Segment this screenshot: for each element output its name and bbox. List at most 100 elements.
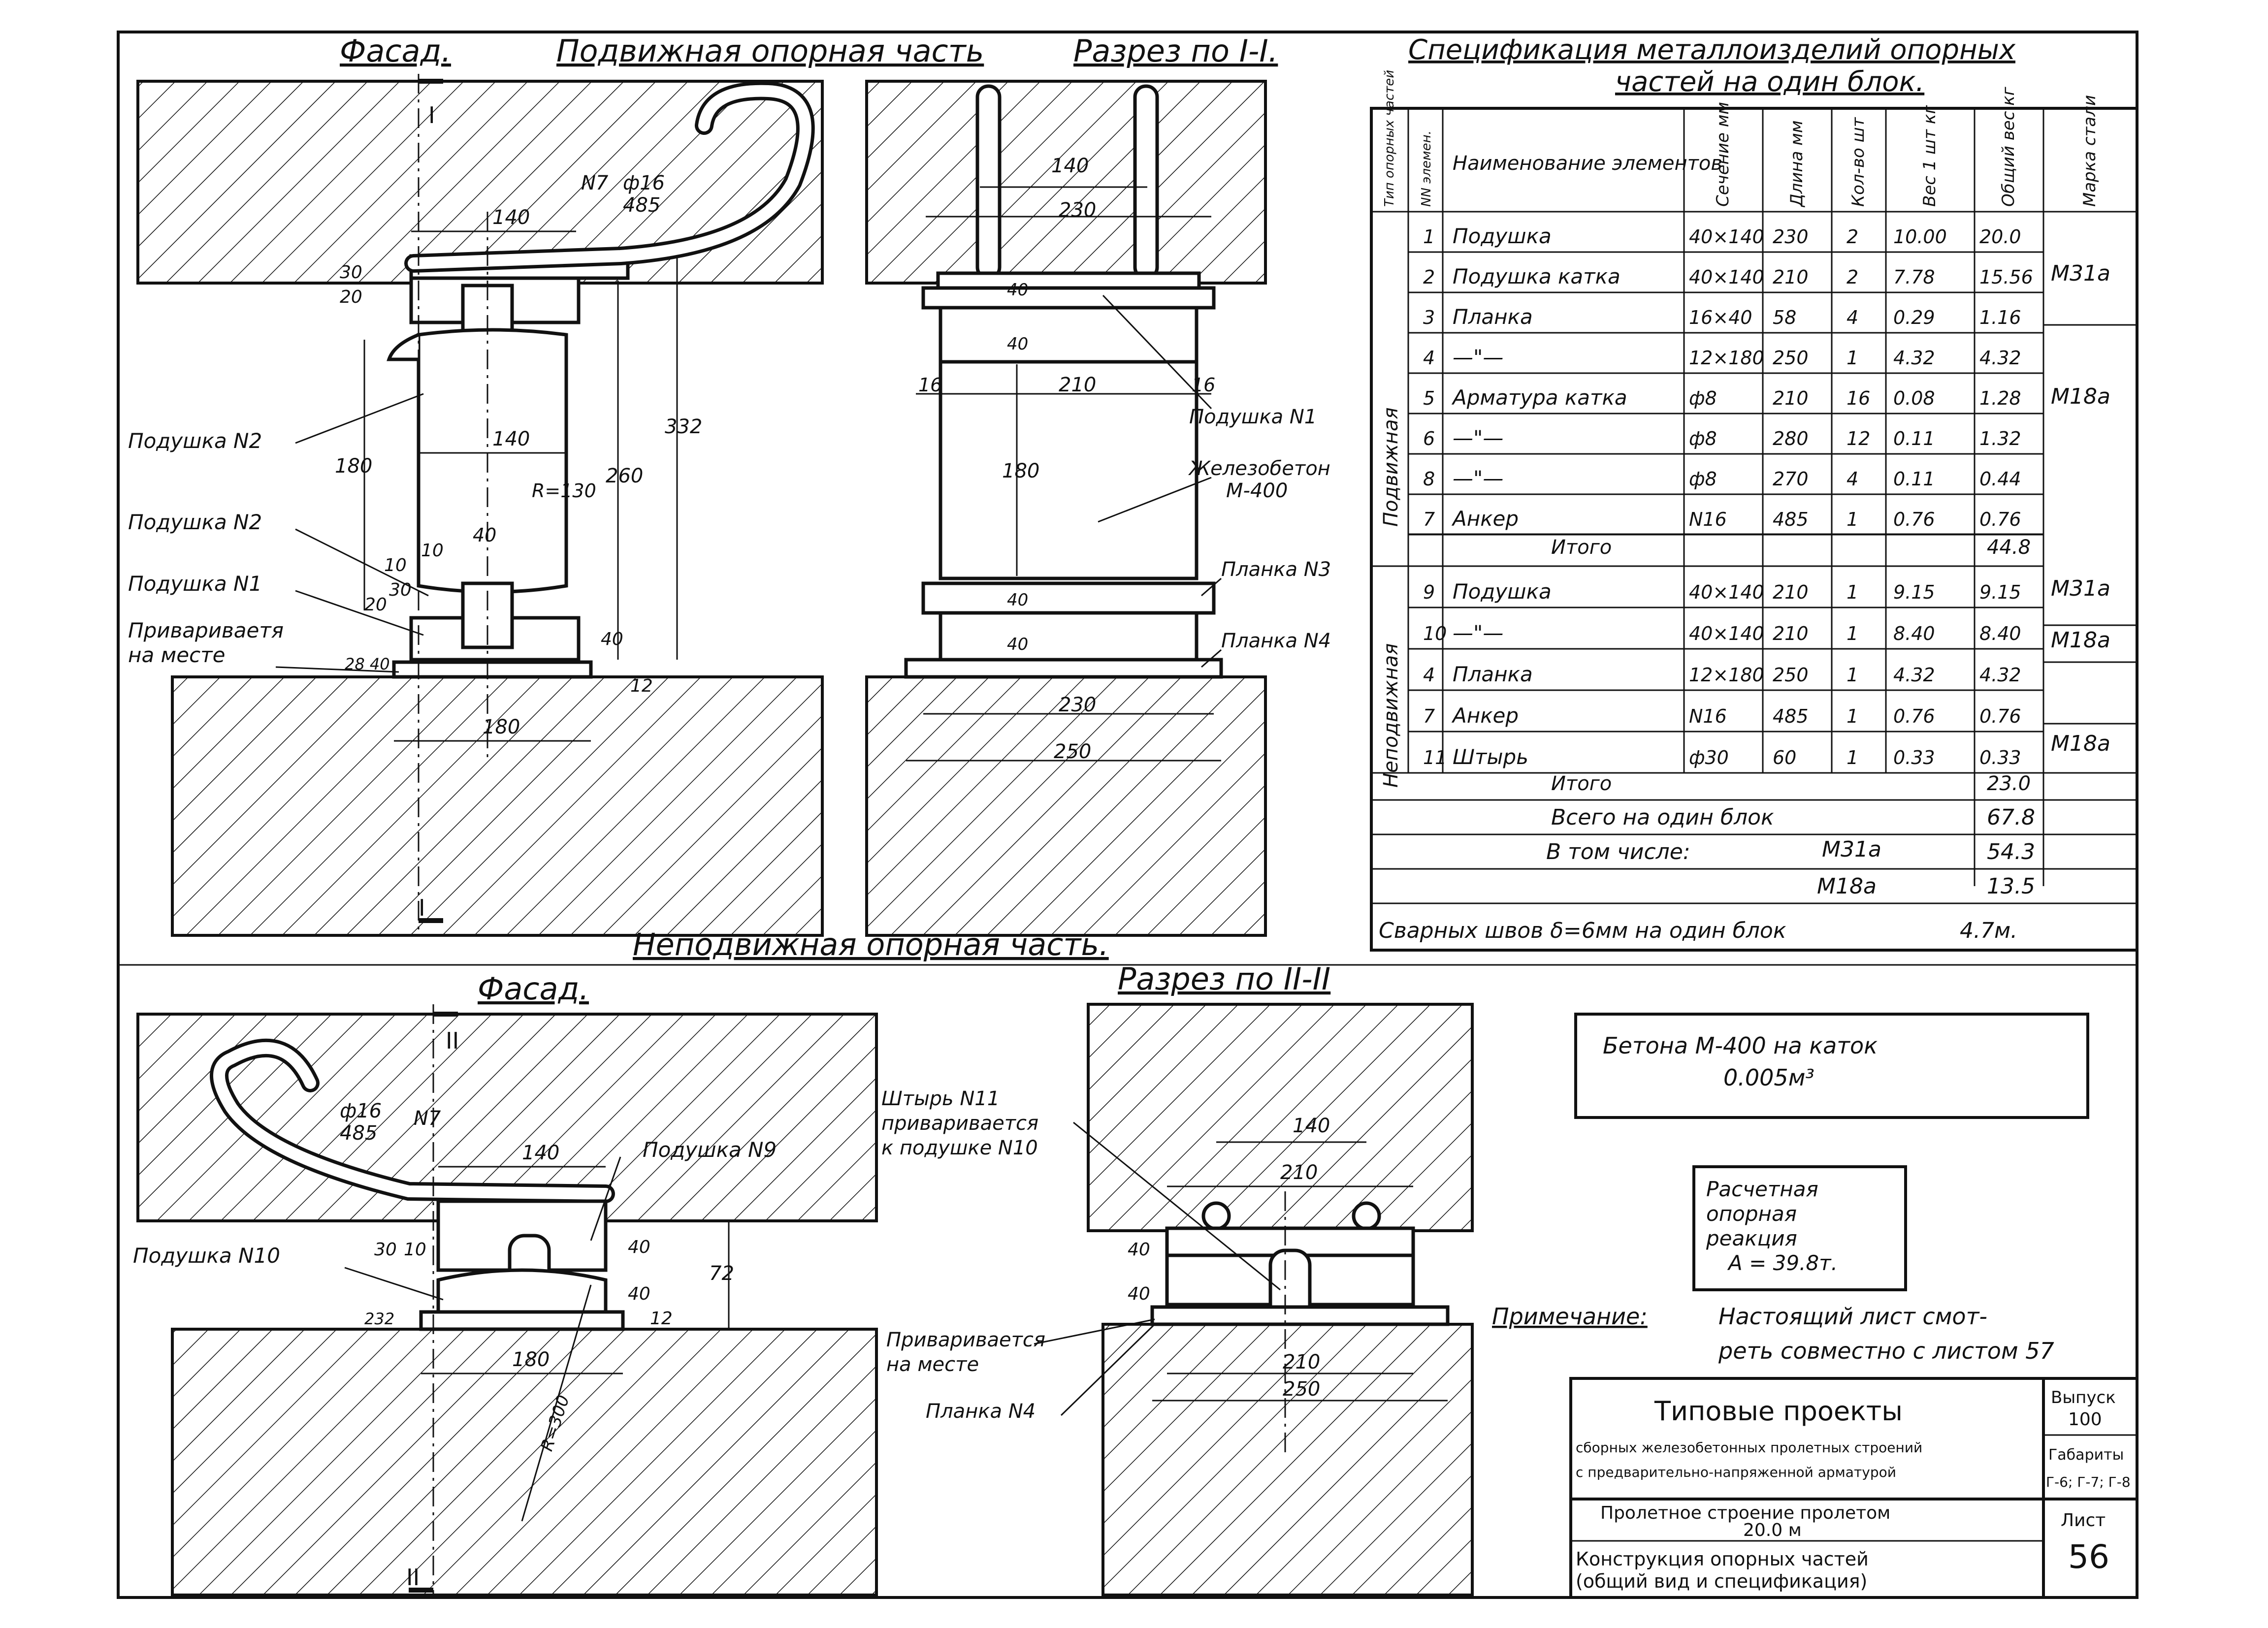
s1-dim-16-left: 16 xyxy=(918,374,942,396)
tb-series-title: Типовые проекты xyxy=(1654,1396,1903,1427)
cell-qty: 16 xyxy=(1847,387,1870,409)
reaction-box xyxy=(1692,1165,1907,1291)
cell-n: 7 xyxy=(1423,705,1435,727)
fixed-dim-72: 72 xyxy=(709,1262,734,1285)
cell-name: Подушка xyxy=(1453,579,1552,604)
cell-qty: 12 xyxy=(1847,428,1870,449)
concrete-note-box xyxy=(1574,1013,2089,1119)
hdr-unit-weight: Вес 1 шт кг xyxy=(1920,105,1940,207)
cell-n: 10 xyxy=(1423,623,1447,644)
cell-len: 210 xyxy=(1773,623,1809,644)
steel-fixed-1: М31а xyxy=(2051,576,2110,601)
hdr-steel: Марка стали xyxy=(2080,95,2100,207)
cell-wt: 0.44 xyxy=(1979,468,2021,490)
fixed-base-plank xyxy=(419,1310,625,1331)
dim-180-base: 180 xyxy=(483,716,520,738)
incl-label: В том числе: xyxy=(1546,839,1690,864)
roller-segment xyxy=(417,328,568,594)
fixed-dim-30: 30 xyxy=(374,1240,397,1260)
s2-dim-250: 250 xyxy=(1283,1378,1320,1401)
section-1-1: Разрез по I-I. 140 230 16 210 16 180 40 … xyxy=(865,33,1331,937)
spec-header: Тип опорных частей NN элемен. Наименован… xyxy=(1382,70,2100,208)
fixed-dim-40-b: 40 xyxy=(628,1284,650,1304)
anchor-rod-right xyxy=(1133,84,1159,280)
steel-moving-2: М18а xyxy=(2051,384,2110,409)
incl-m31-val: 54.3 xyxy=(1987,839,2035,864)
cell-qty: 1 xyxy=(1847,347,1858,369)
title-fixed-bearing: Неподвижная опорная часть. xyxy=(633,926,1109,962)
cell-len: 60 xyxy=(1773,747,1796,768)
s1-dim-210: 210 xyxy=(1059,374,1096,396)
cell-len: 210 xyxy=(1773,581,1809,603)
label-pad9: Подушка N9 xyxy=(643,1138,777,1162)
hdr-type: Тип опорных частей xyxy=(1382,70,1397,207)
s2-dim-210-base: 210 xyxy=(1283,1351,1320,1373)
cell-qty: 1 xyxy=(1847,664,1858,686)
rod-diameter: ф16 xyxy=(623,172,665,194)
s1-dim-40-d: 40 xyxy=(1007,635,1028,654)
cell-name: Штырь xyxy=(1453,745,1528,769)
cell-name: —"— xyxy=(1453,345,1503,369)
dim-12: 12 xyxy=(630,676,653,696)
cell-w1: 0.11 xyxy=(1893,468,1935,490)
total-fixed: 23.0 xyxy=(1987,772,2031,795)
cell-wt: 8.40 xyxy=(1979,623,2021,644)
cell-n: 4 xyxy=(1423,347,1435,369)
dim-30-top: 30 xyxy=(340,262,362,283)
cell-n: 9 xyxy=(1423,581,1435,603)
tb-line-1: сборных железобетонных пролетных строени… xyxy=(1576,1439,1922,1456)
rod-section-left xyxy=(1201,1201,1231,1231)
cell-w1: 0.33 xyxy=(1893,747,1935,768)
cell-wt: 1.32 xyxy=(1979,428,2021,449)
s1-dim-140: 140 xyxy=(1051,155,1089,177)
cell-w1: 0.76 xyxy=(1893,509,1935,530)
fixed-dim-12: 12 xyxy=(650,1309,673,1329)
cell-name: —"— xyxy=(1453,426,1503,450)
hdr-length: Длина мм xyxy=(1787,120,1807,208)
steel-fixed-2: М18а xyxy=(2051,628,2110,653)
cell-sec: ф8 xyxy=(1689,387,1717,409)
cell-n: 8 xyxy=(1423,468,1435,490)
cell-sec: 40×140 xyxy=(1689,623,1764,644)
rod-number: N7 xyxy=(581,172,609,194)
welds-value: 4.7м. xyxy=(1960,918,2017,943)
rod-length: 485 xyxy=(623,194,660,217)
title-moving-bearing: Подвижная опорная часть xyxy=(556,33,984,69)
cell-w1: 0.08 xyxy=(1893,387,1935,409)
s1-dim-250: 250 xyxy=(1054,740,1091,763)
tb-issue: 100 xyxy=(2068,1409,2102,1430)
cell-sec: 40×140 xyxy=(1689,226,1764,248)
hdr-num: NN элемен. xyxy=(1419,130,1434,207)
roller-radius: R=130 xyxy=(532,480,596,502)
fixed-dim-180: 180 xyxy=(512,1348,550,1371)
spec-title-2: частей на один блок. xyxy=(1615,66,1924,98)
cell-name: Подушка xyxy=(1453,224,1552,248)
cell-n: 6 xyxy=(1423,428,1435,449)
cell-sec: 12×180 xyxy=(1689,347,1764,369)
s2-label-pin-1: Штырь N11 xyxy=(881,1087,1000,1110)
total-moving-label: Итого xyxy=(1551,536,1612,559)
reaction-4: A = 39.8т. xyxy=(1727,1251,1838,1275)
cell-sec: 40×140 xyxy=(1689,581,1764,603)
group-fixed: Неподвижная xyxy=(1380,643,1402,788)
s1-label-pad1: Подушка N1 xyxy=(1189,406,1317,428)
total-moving: 44.8 xyxy=(1987,536,2031,559)
s1-dim-230: 230 xyxy=(1059,199,1096,222)
title-block: Типовые проекты сборных железобетонных п… xyxy=(1569,1377,2138,1599)
s2-dim-40-a: 40 xyxy=(1128,1240,1150,1260)
cell-w1: 7.78 xyxy=(1893,266,1935,288)
cell-sec: ф8 xyxy=(1689,468,1717,490)
dim-40-bottom: 40 xyxy=(601,629,623,649)
cell-qty: 1 xyxy=(1847,623,1858,644)
incl-m31: М31а xyxy=(1822,837,1881,862)
anchor-rod-left xyxy=(975,84,1002,280)
dim-20-top: 20 xyxy=(340,287,362,307)
cell-len: 210 xyxy=(1773,266,1809,288)
cell-qty: 1 xyxy=(1847,509,1858,530)
all-total: 67.8 xyxy=(1987,805,2035,830)
cell-n: 1 xyxy=(1423,226,1435,248)
cell-name: Планка xyxy=(1453,305,1533,329)
spec-table: Спецификация металлоизделий опорных част… xyxy=(1370,34,2138,952)
s2-dim-210: 210 xyxy=(1280,1161,1318,1184)
